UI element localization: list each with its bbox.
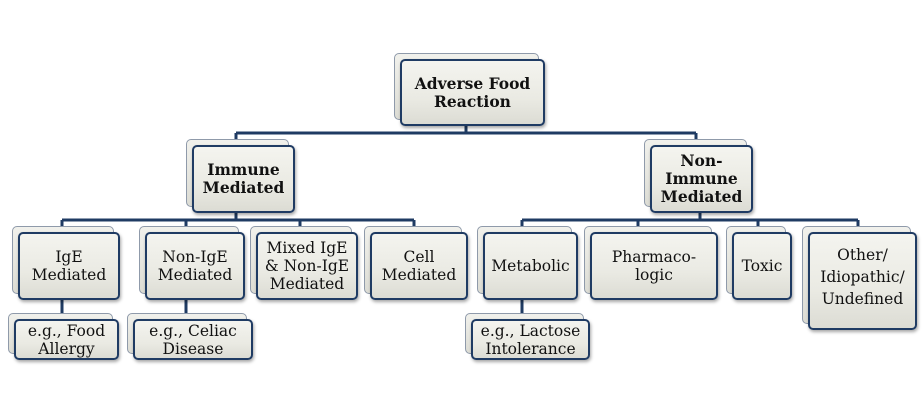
node-adverse-food-reaction-label: Adverse Food Reaction — [400, 59, 545, 126]
node-mixed-ige-non-ige-label: Mixed IgE & Non-IgE Mediated — [256, 232, 358, 300]
node-mixed-ige-non-ige: Mixed IgE & Non-IgE Mediated — [250, 226, 358, 300]
node-example-celiac: e.g., Celiac Disease — [127, 313, 253, 360]
node-non-immune-mediated-label: Non- Immune Mediated — [650, 145, 753, 213]
node-adverse-food-reaction: Adverse Food Reaction — [394, 53, 545, 126]
node-non-ige-mediated: Non-IgE Mediated — [139, 226, 245, 300]
node-example-food-allergy-label: e.g., Food Allergy — [14, 319, 119, 360]
node-pharmacologic: Pharmaco- logic — [584, 226, 718, 300]
node-example-lactose: e.g., Lactose Intolerance — [465, 313, 590, 360]
node-example-celiac-label: e.g., Celiac Disease — [133, 319, 253, 360]
node-cell-mediated-label: Cell Mediated — [370, 232, 468, 300]
node-other-idiopathic: Other/ Idiopathic/ Undefined — [802, 226, 917, 330]
node-ige-mediated-label: IgE Mediated — [18, 232, 120, 300]
node-ige-mediated: IgE Mediated — [12, 226, 120, 300]
node-pharmacologic-label: Pharmaco- logic — [590, 232, 718, 300]
node-example-lactose-label: e.g., Lactose Intolerance — [471, 319, 590, 360]
node-other-idiopathic-label: Other/ Idiopathic/ Undefined — [808, 232, 917, 330]
node-metabolic-label: Metabolic — [483, 232, 578, 300]
node-cell-mediated: Cell Mediated — [364, 226, 468, 300]
node-non-immune-mediated: Non- Immune Mediated — [644, 139, 753, 213]
node-example-food-allergy: e.g., Food Allergy — [8, 313, 119, 360]
node-immune-mediated: Immune Mediated — [186, 139, 295, 213]
node-non-ige-mediated-label: Non-IgE Mediated — [145, 232, 245, 300]
node-immune-mediated-label: Immune Mediated — [192, 145, 295, 213]
node-metabolic: Metabolic — [477, 226, 578, 300]
node-toxic: Toxic — [726, 226, 792, 300]
node-toxic-label: Toxic — [732, 232, 792, 300]
